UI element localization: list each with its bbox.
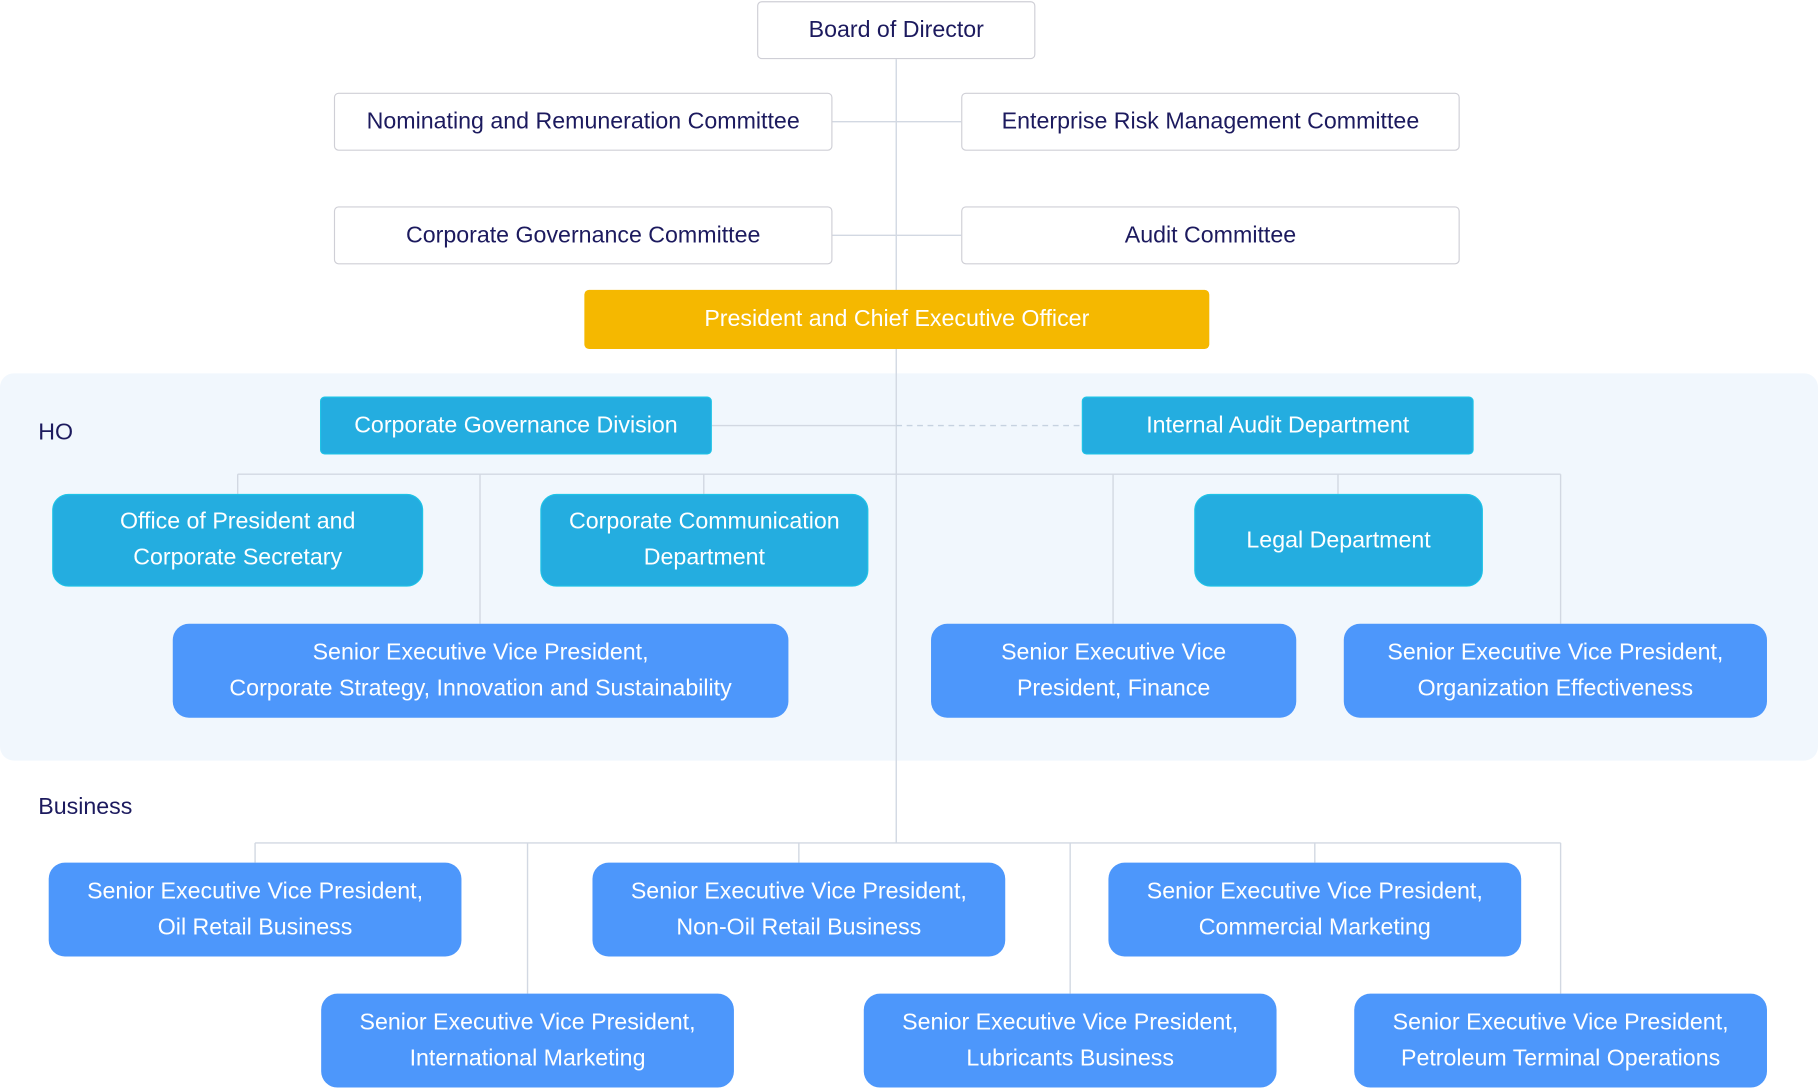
svp-commercial-box: Senior Executive Vice President, Commerci…: [1108, 862, 1522, 957]
svp-international-line-2: International Marketing: [409, 1045, 646, 1071]
governance-division-box: Corporate Governance Division: [320, 396, 712, 455]
internal-audit-box: Internal Audit Department: [1081, 396, 1474, 455]
svp-org-box: Senior Executive Vice President, Organiza…: [1343, 623, 1767, 718]
corporate-communication-line-2: Department: [643, 544, 765, 571]
svp-finance-line-1: Senior Executive Vice: [1001, 639, 1227, 665]
svp-non-oil-retail-line-2: Non-Oil Retail Business: [676, 914, 922, 940]
ho-section-label: HO: [38, 419, 74, 446]
svp-strategy-box: Senior Executive Vice President, Corporat…: [172, 623, 789, 718]
business-section-label: Business: [38, 794, 133, 820]
svp-terminal-line-1: Senior Executive Vice President,: [1392, 1009, 1729, 1035]
svp-oil-retail-line-2: Oil Retail Business: [157, 914, 353, 940]
board-of-director-box: Board of Director: [757, 1, 1036, 60]
office-president-line-1: Office of President and: [119, 508, 356, 535]
corporate-communication-line-1: Corporate Communication: [569, 508, 840, 535]
ceo-box: President and Chief Executive Officer: [584, 289, 1210, 349]
svp-strategy-line-1: Senior Executive Vice President,: [312, 639, 649, 665]
governance-committee-box: Corporate Governance Committee: [333, 206, 833, 265]
svp-org-line-1: Senior Executive Vice President,: [1387, 639, 1724, 665]
office-president-line-2: Corporate Secretary: [133, 544, 343, 571]
nominating-committee-box: Nominating and Remuneration Committee: [333, 92, 833, 151]
legal-department-box: Legal Department: [1194, 493, 1483, 587]
svp-non-oil-retail-line-1: Senior Executive Vice President,: [630, 878, 967, 904]
risk-committee-box: Enterprise Risk Management Committee: [961, 92, 1460, 151]
svp-oil-retail-box: Senior Executive Vice President, Oil Reta…: [48, 862, 462, 957]
svp-oil-retail-line-1: Senior Executive Vice President,: [87, 878, 424, 904]
svp-international-box: Senior Executive Vice President, Internat…: [321, 993, 734, 1088]
svp-terminal-box: Senior Executive Vice President, Petroleu…: [1354, 993, 1767, 1088]
svp-strategy-line-2: Corporate Strategy, Innovation and Susta…: [229, 675, 732, 701]
svp-international-line-1: Senior Executive Vice President,: [359, 1009, 696, 1035]
svp-org-line-2: Organization Effectiveness: [1417, 675, 1694, 701]
svp-commercial-line-2: Commercial Marketing: [1198, 914, 1431, 940]
audit-committee-box: Audit Committee: [961, 206, 1460, 265]
svp-finance-line-2: President, Finance: [1016, 675, 1211, 701]
svp-terminal-line-2: Petroleum Terminal Operations: [1400, 1045, 1721, 1071]
svp-non-oil-retail-box: Senior Executive Vice President, Non-Oil …: [592, 862, 1006, 957]
svp-lubricants-box: Senior Executive Vice President, Lubrican…: [863, 993, 1277, 1088]
svp-commercial-line-1: Senior Executive Vice President,: [1146, 878, 1483, 904]
svp-lubricants-line-1: Senior Executive Vice President,: [902, 1009, 1239, 1035]
svp-lubricants-line-2: Lubricants Business: [966, 1045, 1174, 1071]
